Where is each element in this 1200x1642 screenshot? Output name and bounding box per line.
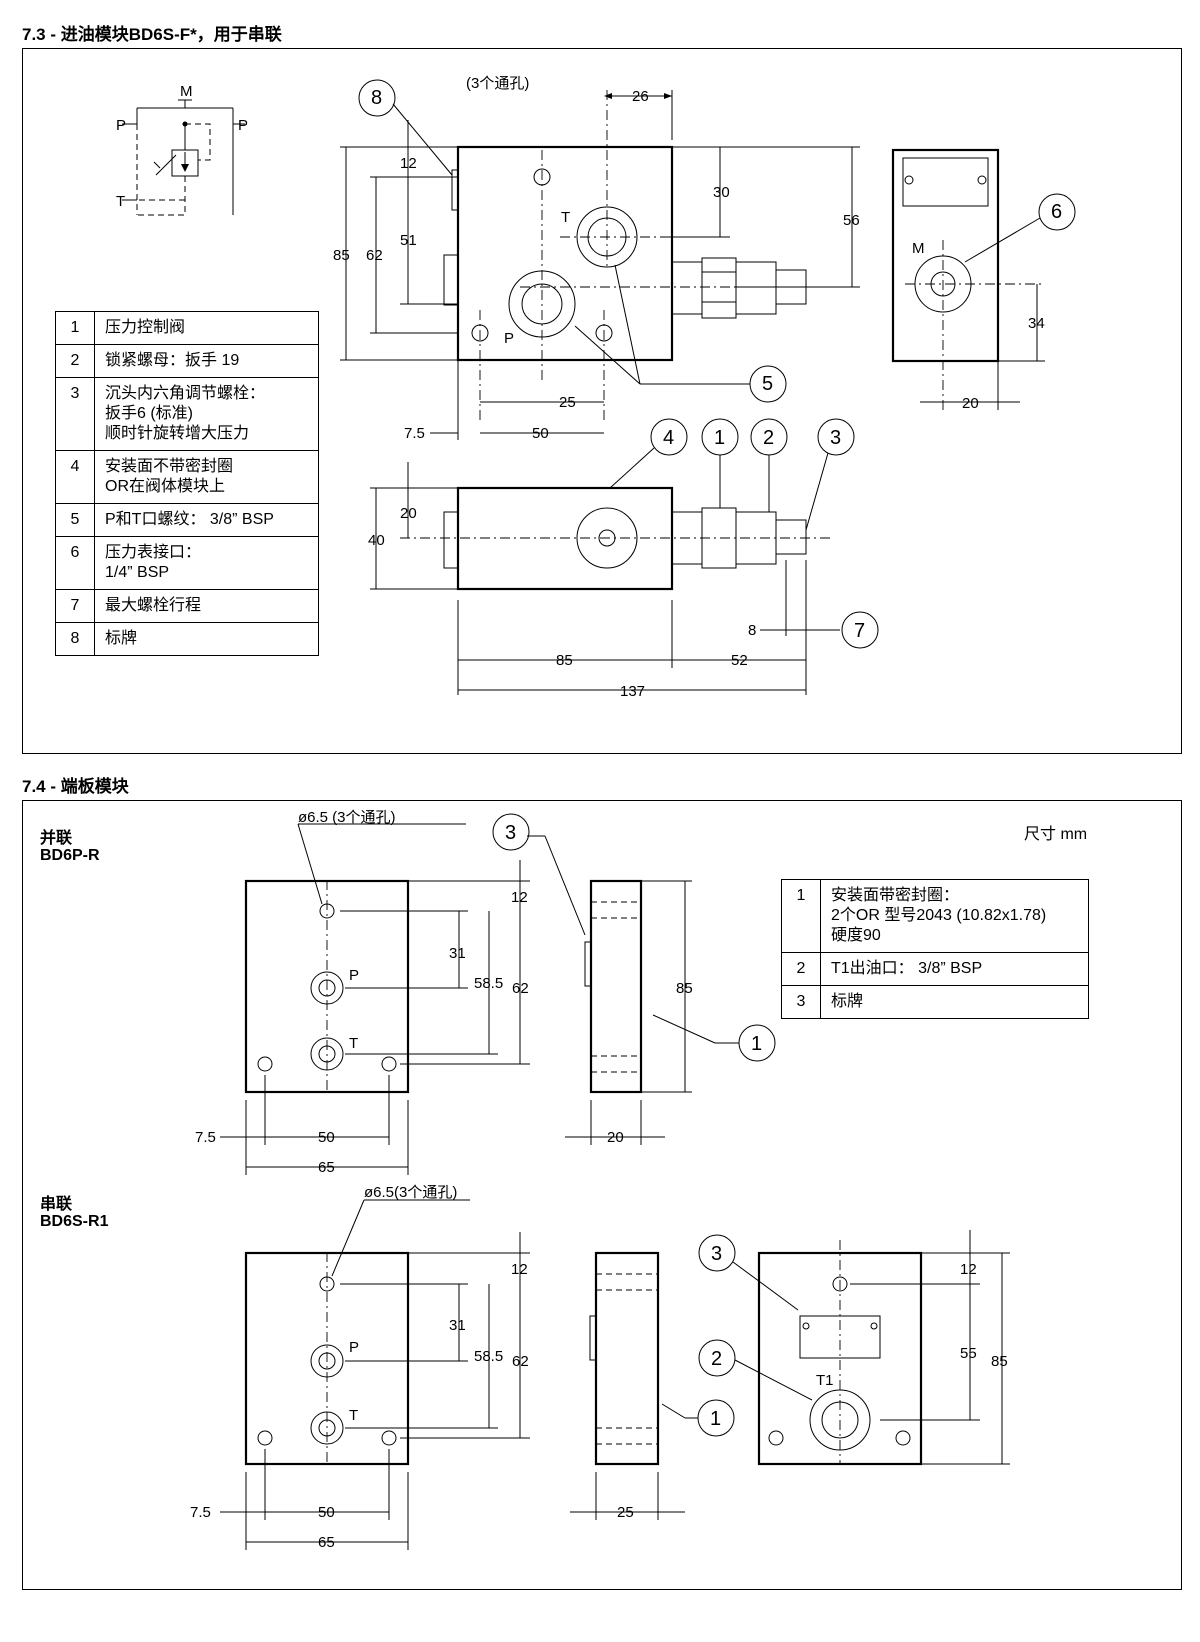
legend-text: 安装面不带密封圈 OR在阀体模块上 (94, 450, 319, 504)
drawing-bd6s-f: M P P T (116, 75, 1076, 700)
legend-row: 3 沉头内六角调节螺栓： 扳手6 (标准) 顺时针旋转增大压力 (55, 377, 319, 451)
legend-text-line: T1出油口： 3/8” BSP (831, 960, 983, 977)
legend-number: 6 (55, 536, 95, 590)
legend-text-line: 1/4” BSP (105, 564, 170, 581)
dim-bottom-137: 137 (620, 683, 645, 700)
legend-text: 压力控制阀 (94, 311, 319, 345)
symbol-label-t: T (116, 193, 125, 210)
side-view (370, 462, 840, 695)
legend-text-line: 最大螺栓行程 (105, 597, 202, 614)
dim-56: 56 (843, 212, 860, 229)
legend-table-7-3: 1 压力控制阀 2 锁紧螺母：扳手 19 3 沉头内六角调节螺栓： 扳手6 (标准) 顺时针旋… (55, 311, 319, 656)
legend-text-line: 顺时针旋转增大压力 (105, 425, 250, 442)
legend-text: 安装面带密封圈： 2个OR 型号2043 (10.82x1.78) 硬度90 (820, 879, 1089, 953)
callout-5: 5 (762, 373, 773, 395)
parallel-label: 并联 (40, 830, 73, 847)
dim-26: 26 (632, 88, 649, 105)
legend-table-7-4: 1 安装面带密封圈： 2个OR 型号2043 (10.82x1.78) 硬度90 2 T1… (781, 879, 1089, 1019)
dim-25: 25 (559, 394, 576, 411)
legend-text: 压力表接口： 1/4” BSP (94, 536, 319, 590)
legend-row: 8 标牌 (55, 622, 319, 656)
dim-85: 85 (333, 247, 350, 264)
legend-text: 标牌 (820, 985, 1089, 1019)
legend-text-line: 沉头内六角调节螺栓： (105, 385, 266, 402)
legend-text-line: 安装面不带密封圈 (105, 458, 234, 475)
drawing-frame-7-4 (22, 800, 1182, 1590)
legend-text-line: 标牌 (105, 630, 138, 647)
legend-row: 3 标牌 (781, 985, 1089, 1019)
legend-text: 沉头内六角调节螺栓： 扳手6 (标准) 顺时针旋转增大压力 (94, 377, 319, 451)
dim-bottom-52: 52 (731, 652, 748, 669)
dim-62: 62 (366, 247, 383, 264)
legend-text-line: 安装面带密封圈： (831, 887, 960, 904)
parallel-model: BD6P-R (40, 847, 100, 864)
legend-number: 2 (55, 344, 95, 378)
side-dim-40: 40 (368, 532, 385, 549)
section-title-7-3: 7.3 - 进油模块BD6S-F*，用于串联 (22, 25, 282, 44)
legend-row: 5 P和T口螺纹： 3/8” BSP (55, 503, 319, 537)
legend-number: 3 (55, 377, 95, 451)
legend-text-line: 2个OR 型号2043 (10.82x1.78) (831, 907, 1047, 924)
port-label-p: P (504, 330, 514, 347)
dim-8: 8 (748, 622, 756, 639)
symbol-label-m: M (180, 83, 193, 100)
legend-text-line: 压力表接口： (105, 544, 202, 561)
legend-number: 1 (781, 879, 821, 953)
legend-text-line: P和T口螺纹： 3/8” BSP (105, 511, 274, 528)
front-view-body (443, 90, 830, 420)
legend-text-line: 锁紧螺母：扳手 19 (105, 352, 240, 369)
callout-3: 3 (830, 427, 841, 449)
hydraulic-symbol (122, 99, 245, 216)
dim-12: 12 (400, 155, 417, 172)
symbol-label-p-left: P (116, 117, 126, 134)
dim-30: 30 (713, 184, 730, 201)
port-label-m: M (912, 240, 925, 257)
legend-row: 1 压力控制阀 (55, 311, 319, 345)
dim-34: 34 (1028, 315, 1045, 332)
legend-text: 锁紧螺母：扳手 19 (94, 344, 319, 378)
callout-6: 6 (1051, 201, 1062, 223)
callout-4: 4 (663, 427, 674, 449)
legend-text-line: 压力控制阀 (105, 319, 186, 336)
legend-text-line: 扳手6 (标准) (105, 405, 194, 422)
dim-7-5: 7.5 (404, 425, 425, 442)
dim-50: 50 (532, 425, 549, 442)
callout-8: 8 (371, 87, 382, 109)
legend-row: 2 锁紧螺母：扳手 19 (55, 344, 319, 378)
legend-text: 标牌 (94, 622, 319, 656)
callout-1: 1 (714, 427, 725, 449)
end-view (891, 148, 1045, 410)
holes-note: (3个通孔) (466, 75, 529, 92)
legend-number: 5 (55, 503, 95, 537)
legend-number: 8 (55, 622, 95, 656)
dim-bottom-85: 85 (556, 652, 573, 669)
series-model: BD6S-R1 (40, 1213, 109, 1230)
series-label: 串联 (40, 1196, 73, 1213)
section-title-7-4: 7.4 - 端板模块 (22, 777, 129, 796)
legend-number: 3 (781, 985, 821, 1019)
legend-number: 1 (55, 311, 95, 345)
legend-text: 最大螺栓行程 (94, 589, 319, 623)
legend-text: T1出油口： 3/8” BSP (820, 952, 1089, 986)
port-label-t: T (561, 209, 570, 226)
front-view-dimensions (340, 90, 860, 440)
callouts-7-3 (358, 79, 1076, 649)
units-note: 尺寸 mm (1024, 826, 1088, 843)
callout-7: 7 (854, 620, 865, 642)
legend-text: P和T口螺纹： 3/8” BSP (94, 503, 319, 537)
callout-2: 2 (763, 427, 774, 449)
legend-text-line: 硬度90 (831, 927, 881, 944)
legend-number: 2 (781, 952, 821, 986)
side-dim-20: 20 (400, 505, 417, 522)
legend-text-line: 标牌 (831, 993, 864, 1010)
legend-row: 2 T1出油口： 3/8” BSP (781, 952, 1089, 986)
legend-text-line: OR在阀体模块上 (105, 478, 226, 495)
drawing-frame-7-3 (22, 48, 1182, 754)
dim-51: 51 (400, 232, 417, 249)
dim-20: 20 (962, 395, 979, 412)
legend-row: 6 压力表接口： 1/4” BSP (55, 536, 319, 590)
symbol-label-p-right: P (238, 117, 248, 134)
legend-row: 1 安装面带密封圈： 2个OR 型号2043 (10.82x1.78) 硬度90 (781, 879, 1089, 953)
